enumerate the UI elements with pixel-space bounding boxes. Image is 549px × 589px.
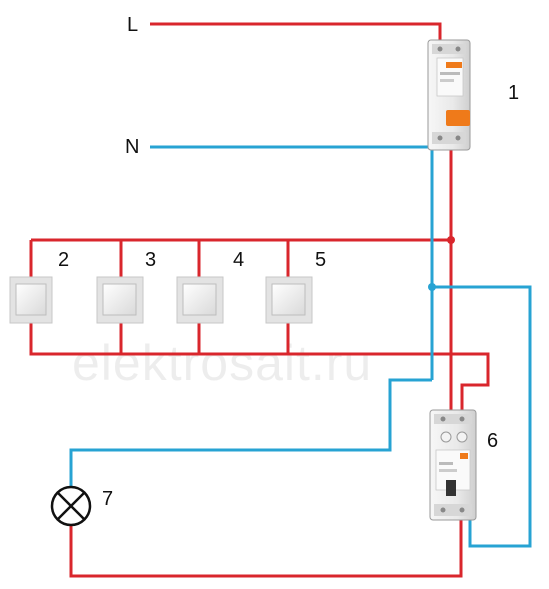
neutral-junction: [428, 283, 436, 291]
wire-n-lamp: [69, 378, 432, 487]
wire-l-feed: [150, 22, 442, 40]
label-neutral: N: [125, 136, 139, 158]
label-breaker: 1: [508, 82, 519, 104]
label-line: L: [127, 14, 138, 36]
lamp-icon: [50, 485, 92, 527]
impulse-relay-icon: [429, 409, 477, 521]
wire-n-relay: [432, 285, 532, 548]
switch-icon: [9, 276, 53, 324]
phase-junction: [447, 236, 455, 244]
switch-icon: [176, 276, 224, 324]
label-lamp: 7: [102, 488, 113, 510]
label-switch-4: 4: [233, 249, 244, 271]
switch-icon: [96, 276, 144, 324]
label-switch-5: 5: [315, 249, 326, 271]
breaker-icon: [427, 39, 471, 151]
wire-lamp-phase: [69, 520, 463, 578]
label-switch-2: 2: [58, 249, 69, 271]
wire-switch-return: [29, 322, 490, 412]
watermark: elektrosait.ru: [72, 335, 372, 391]
switch-icon: [265, 276, 313, 324]
phase-wires: [29, 22, 490, 578]
label-switch-3: 3: [145, 249, 156, 271]
label-relay: 6: [487, 430, 498, 452]
